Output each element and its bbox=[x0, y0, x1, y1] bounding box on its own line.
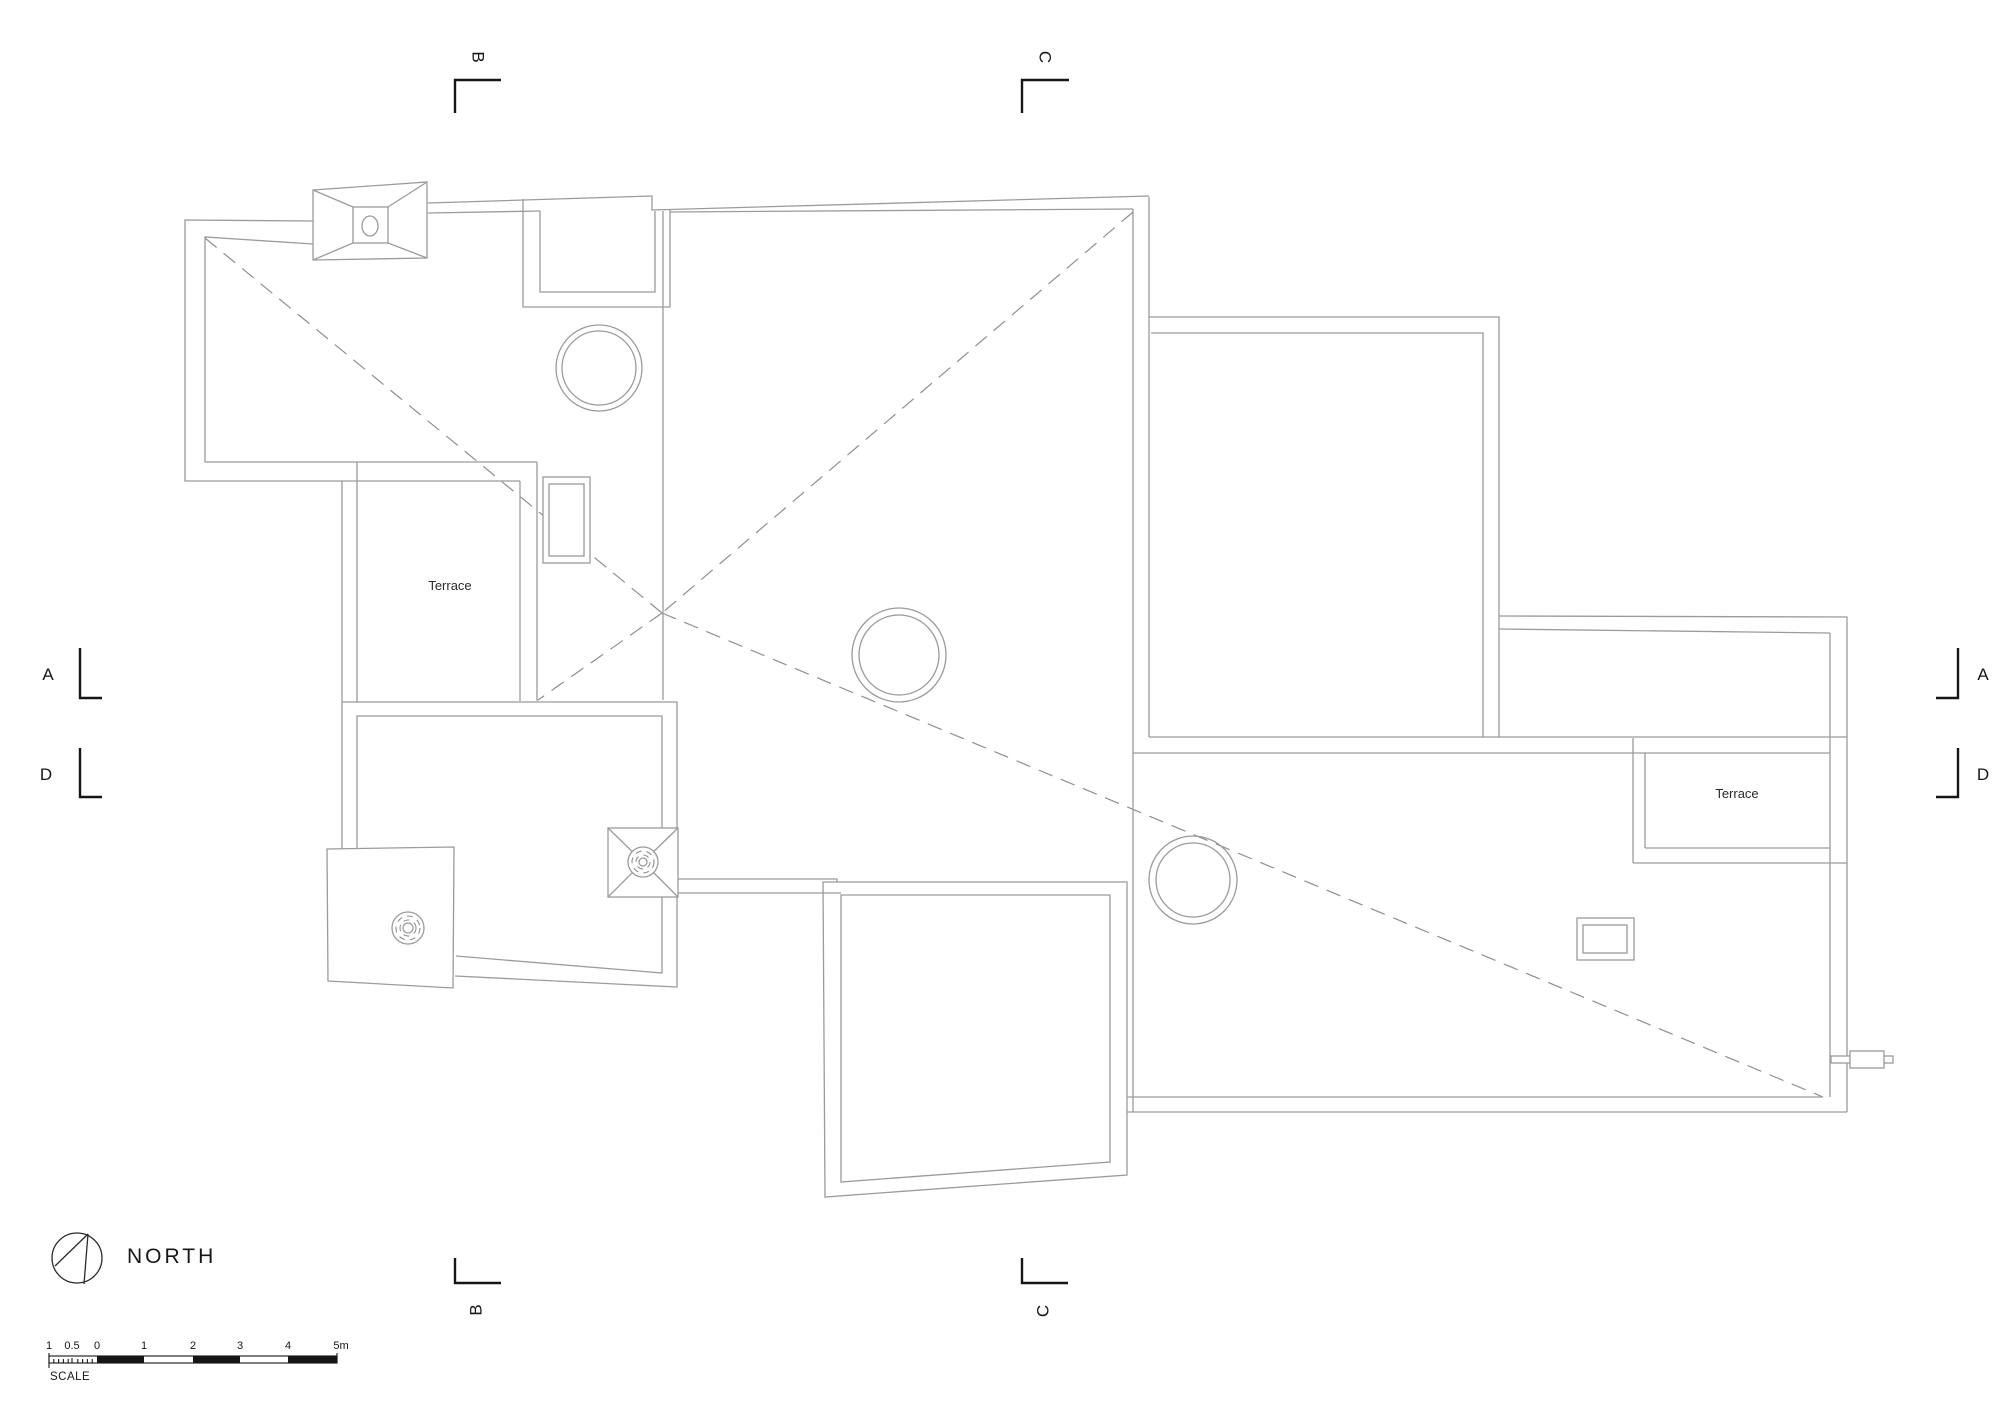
section-marker-b-bottom: B bbox=[453, 1258, 501, 1316]
north-label: NORTH bbox=[127, 1245, 216, 1268]
scale-label: SCALE bbox=[50, 1371, 90, 1383]
drain-square bbox=[326, 846, 455, 989]
scale-tick-label: 0 bbox=[94, 1340, 100, 1352]
terrace-label-left: Terrace bbox=[428, 578, 471, 593]
roof-topleft-inner bbox=[204, 236, 537, 463]
section-label-d-left: D bbox=[40, 765, 52, 784]
hip-skylight-icon bbox=[312, 181, 428, 261]
valley-line-nw bbox=[204, 237, 663, 614]
roof-details bbox=[312, 181, 1894, 1069]
section-label-d-right: D bbox=[1977, 765, 1989, 784]
bottom-center-block-outer bbox=[822, 881, 1128, 1198]
scale-tick-label: 2 bbox=[190, 1340, 196, 1352]
bottom-left-block-inner bbox=[356, 715, 663, 974]
north-indicator: NORTH bbox=[51, 1232, 216, 1285]
section-marker-c-top: C bbox=[1020, 51, 1069, 113]
scale-bar-fine-ticks bbox=[53, 1358, 93, 1363]
section-marker-b-top: B bbox=[453, 51, 501, 113]
section-label-b-bottom: B bbox=[466, 1304, 485, 1315]
bottom-center-block-inner bbox=[840, 894, 1111, 1183]
roof-light-circle-lower-right bbox=[1148, 835, 1238, 925]
roof-topleft-outer bbox=[184, 219, 520, 482]
section-label-a-left: A bbox=[42, 665, 54, 684]
section-label-c-top: C bbox=[1036, 51, 1055, 63]
roof-hatch-rect bbox=[1576, 917, 1635, 961]
roof-light-circle-center bbox=[851, 607, 947, 703]
top-rect-inner bbox=[539, 211, 656, 293]
valley-line-ne bbox=[661, 211, 1134, 614]
bottom-left-block-outer bbox=[341, 701, 678, 988]
valley-line-sw bbox=[537, 612, 663, 701]
chimney-rect bbox=[542, 476, 591, 564]
section-marker-a-right: A bbox=[1936, 648, 1989, 700]
section-marker-d-right: D bbox=[1936, 748, 1989, 799]
strip-outer bbox=[678, 878, 838, 882]
section-marker-d-left: D bbox=[40, 748, 102, 799]
section-label-a-right: A bbox=[1977, 665, 1989, 684]
hip-skylight-vent-icon bbox=[607, 827, 679, 898]
right-roof-inner bbox=[1151, 332, 1484, 737]
top-rect-outer bbox=[522, 199, 671, 308]
roof-top-edge-outer bbox=[427, 195, 1150, 211]
pipe-outlet bbox=[1830, 1050, 1894, 1069]
section-markers: B C A D A D B C bbox=[40, 51, 1989, 1317]
roof-outlines bbox=[184, 195, 1848, 1198]
right-roof-outer bbox=[1149, 316, 1500, 737]
scale-tick-label: 1 bbox=[141, 1340, 147, 1352]
scale-bar: 1 0.5 0 1 2 3 4 5m SCALE bbox=[46, 1340, 349, 1383]
scale-tick-label: 0.5 bbox=[64, 1340, 79, 1352]
scale-tick-label: 1 bbox=[46, 1340, 52, 1352]
north-compass-icon bbox=[51, 1232, 103, 1284]
section-marker-c-bottom: C bbox=[1020, 1258, 1068, 1317]
far-right-roof-inner-top bbox=[1498, 628, 1831, 634]
roof-top-edge-inner-right bbox=[669, 208, 1134, 213]
terrace-label-right: Terrace bbox=[1715, 786, 1758, 801]
roof-top-edge-inner-left bbox=[427, 210, 541, 214]
section-label-c-bottom: C bbox=[1033, 1305, 1052, 1317]
section-label-b-top: B bbox=[469, 51, 488, 62]
scale-tick-label: 4 bbox=[285, 1340, 291, 1352]
scale-tick-label: 3 bbox=[237, 1340, 243, 1352]
roof-light-circle-upper bbox=[555, 324, 643, 412]
scale-tick-label: 5m bbox=[333, 1340, 348, 1352]
valley-line-se bbox=[661, 612, 1824, 1098]
far-right-roof-outer bbox=[1498, 615, 1848, 1112]
section-marker-a-left: A bbox=[42, 648, 102, 700]
